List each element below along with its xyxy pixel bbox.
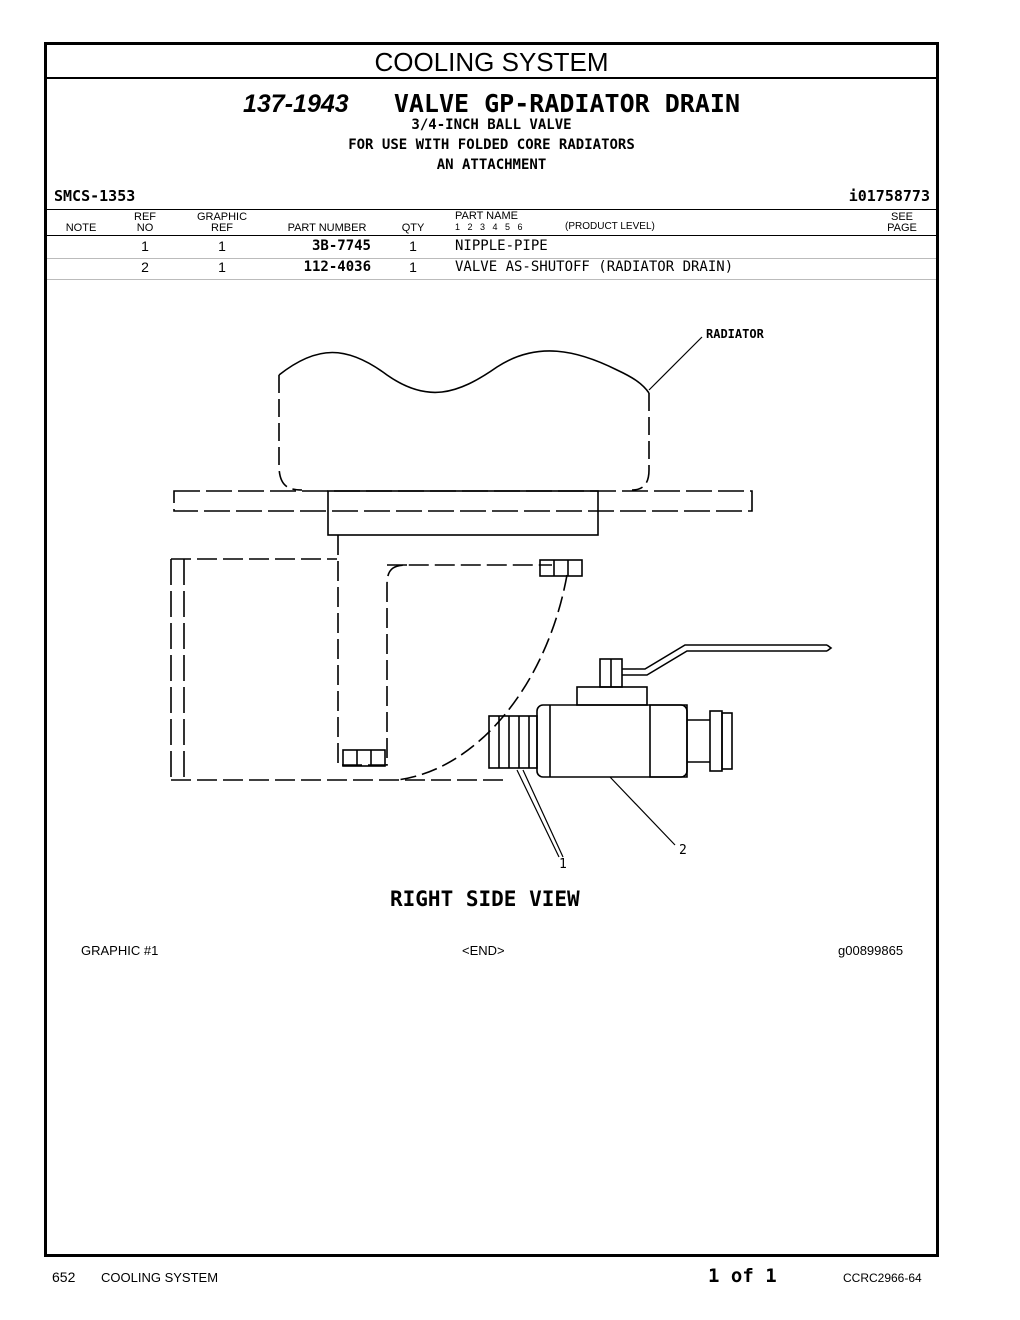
label-radiator: RADIATOR: [706, 327, 764, 341]
bottom-nut: [342, 749, 386, 767]
header-graphic-top: GRAPHIC: [196, 211, 248, 223]
table-top-rule: [47, 209, 936, 210]
row-1-graphic-ref: 1: [218, 238, 226, 254]
header-levels: 1 2 3 4 5 6: [455, 222, 523, 232]
valve-handle: [622, 650, 827, 676]
radiator-leader: [648, 336, 703, 391]
footer-page-number: 652: [52, 1269, 76, 1285]
row-2-part-name: VALVE AS-SHUTOFF (RADIATOR DRAIN): [455, 259, 734, 275]
header-see-bottom: PAGE: [887, 222, 917, 234]
callout-2-leader: [609, 776, 676, 846]
header-note: NOTE: [65, 222, 97, 234]
row-2-part-number: 112-4036: [303, 259, 371, 275]
footer-section-name: COOLING SYSTEM: [101, 1270, 219, 1285]
valve-end-fitting: [721, 712, 733, 770]
valve-bonnet: [576, 686, 648, 706]
page-frame: COOLING SYSTEM 137-1943 VALVE GP-RADIATO…: [44, 42, 939, 1257]
smcs-code: SMCS-1353: [54, 187, 136, 205]
row-2-qty: 1: [409, 259, 417, 275]
callout-1-leader: [522, 769, 564, 858]
footer-doc-code: CCRC2966-64: [843, 1271, 922, 1285]
table-header-rule: [47, 235, 936, 236]
group-part-number: 137-1943: [243, 90, 349, 118]
header-see-top: SEE: [890, 211, 913, 223]
header-ref-top: REF: [134, 211, 156, 223]
row-1-qty: 1: [409, 238, 417, 254]
radiator-right-edge: [631, 393, 650, 491]
description-line-3: AN ATTACHMENT: [436, 157, 547, 173]
callout-2: 2: [679, 843, 687, 858]
swing-curve: [396, 574, 568, 781]
header-part-name: PART NAME: [455, 210, 518, 222]
row-1-part-name: NIPPLE-PIPE: [455, 238, 548, 254]
view-caption: RIGHT SIDE VIEW: [390, 887, 580, 911]
valve-drawing: [170, 336, 833, 858]
section-title: COOLING SYSTEM: [47, 45, 936, 79]
bracket-outline: [337, 535, 552, 766]
header-ref-bottom: NO: [136, 222, 154, 234]
callout-1: 1: [559, 857, 567, 872]
header-part-number: PART NUMBER: [287, 222, 367, 234]
description-line-2: FOR USE WITH FOLDED CORE RADIATORS: [348, 137, 635, 153]
valve-body: [536, 704, 688, 778]
row-2-graphic-ref: 1: [218, 259, 226, 275]
row-1-part-number: 3B-7745: [311, 238, 371, 254]
header-product-level: (PRODUCT LEVEL): [565, 221, 655, 232]
center-block: [327, 490, 599, 536]
row-rule: [47, 279, 936, 280]
row-1-ref: 1: [141, 238, 149, 254]
mounting-plate: [173, 490, 753, 512]
radiator-left-edge: [278, 375, 303, 491]
graphic-label: GRAPHIC #1: [81, 943, 159, 958]
row-2-ref: 2: [141, 259, 149, 275]
radiator-wavy-top: [278, 350, 650, 394]
description-line-1: 3/4-INCH BALL VALVE: [411, 117, 572, 133]
illustration-id: i01758773: [848, 187, 930, 205]
group-title: 137-1943 VALVE GP-RADIATOR DRAIN: [47, 89, 936, 119]
header-graphic-bottom: REF: [211, 222, 233, 234]
row-rule: [47, 258, 936, 259]
footer-page-of: 1 of 1: [708, 1265, 777, 1287]
top-nut: [539, 559, 583, 577]
end-marker: <END>: [462, 943, 505, 958]
group-name: VALVE GP-RADIATOR DRAIN: [393, 89, 740, 118]
header-qty: QTY: [401, 222, 425, 234]
graphic-id: g00899865: [838, 943, 904, 958]
